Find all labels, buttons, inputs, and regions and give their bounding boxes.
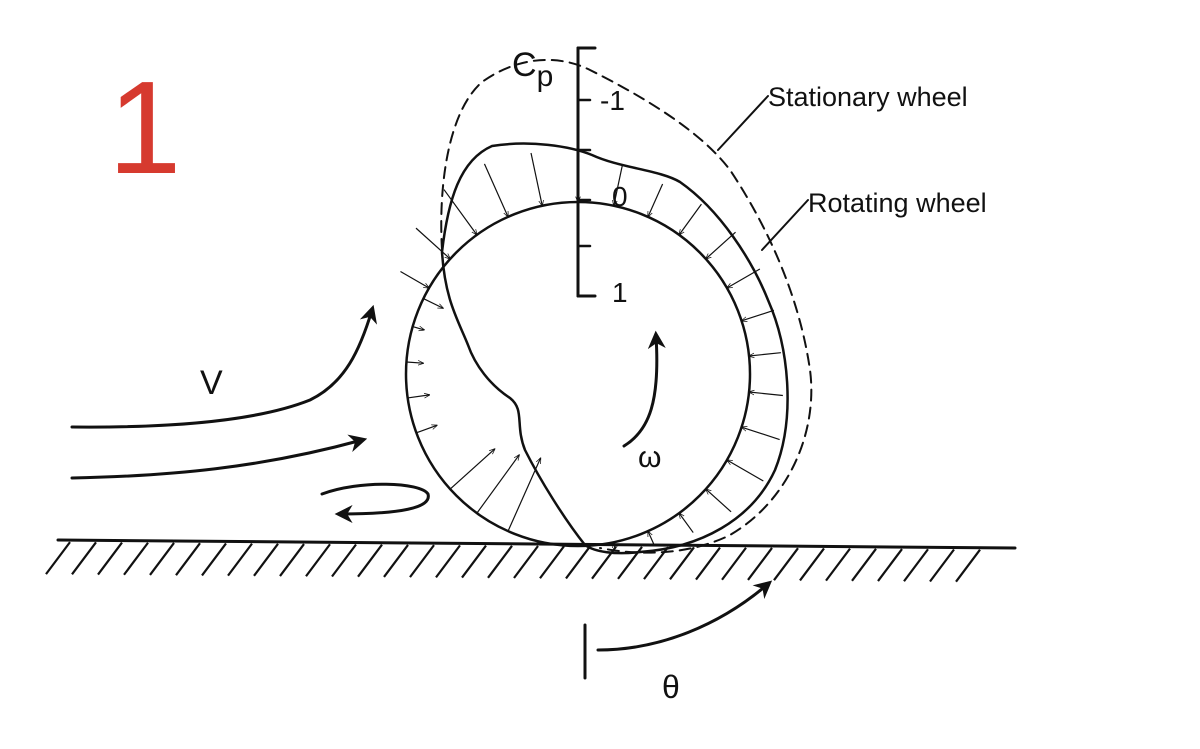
cp-label: Cp: [512, 46, 553, 93]
pressure-arrow: [407, 395, 430, 399]
pressure-arrow: [679, 203, 702, 235]
hatch-mark: [45, 541, 71, 575]
pressure-arrows: [400, 152, 783, 549]
omega-label: ω: [638, 441, 661, 474]
rotating-wheel-label: Rotating wheel: [808, 188, 987, 218]
pressure-arrow: [749, 392, 783, 397]
pressure-arrow: [727, 268, 761, 288]
hatch-mark: [97, 541, 123, 576]
ground-hatching: [45, 541, 981, 583]
pressure-arrow: [449, 449, 495, 490]
tick-label-minus1: -1: [600, 85, 625, 116]
hatch-mark: [513, 545, 539, 579]
hatch-mark: [123, 542, 149, 576]
ground: [45, 538, 1017, 583]
pressure-arrow: [742, 427, 780, 441]
hatch-mark: [773, 547, 799, 581]
hatch-mark: [331, 543, 357, 578]
tick-label-1: 1: [612, 277, 628, 308]
hatch-mark: [955, 549, 981, 583]
hatch-mark: [825, 547, 851, 582]
tick-label-0: 0: [612, 181, 628, 212]
hatch-mark: [149, 542, 175, 576]
pressure-arrow: [483, 163, 508, 217]
pressure-arrow: [648, 183, 664, 217]
hatch-mark: [461, 544, 487, 579]
pressure-arrow: [415, 227, 450, 259]
hatch-mark: [799, 547, 825, 582]
hatch-mark: [383, 544, 409, 578]
recirculation-vortex: [320, 482, 430, 523]
flow-streamline-upper: [70, 304, 377, 429]
hatch-mark: [721, 547, 747, 581]
hatch-mark: [409, 544, 435, 578]
rotation-arrow: [622, 330, 666, 448]
hatch-mark: [279, 543, 305, 577]
hatch-mark: [851, 548, 877, 582]
pressure-arrow: [476, 455, 519, 514]
pressure-arrow: [648, 531, 655, 545]
theta-label: θ: [662, 669, 680, 705]
hatch-mark: [201, 542, 227, 577]
pressure-arrow: [530, 152, 542, 206]
pressure-arrow: [412, 327, 425, 330]
pressure-arrow: [706, 489, 732, 513]
hatch-mark: [929, 548, 955, 583]
hatch-mark: [227, 542, 253, 577]
stationary-wheel-label: Stationary wheel: [768, 82, 968, 112]
stationary-leader: [717, 95, 769, 151]
pressure-arrow: [706, 231, 736, 259]
hatch-mark: [305, 543, 331, 577]
hatch-mark: [877, 548, 903, 582]
pressure-arrow: [507, 458, 541, 532]
hatch-mark: [435, 544, 461, 579]
pressure-arrow: [679, 513, 694, 533]
hatch-mark: [253, 543, 279, 577]
pressure-arrow: [400, 270, 429, 289]
pressure-arrow: [614, 164, 624, 206]
hatch-mark: [175, 542, 201, 576]
hatch-mark: [357, 544, 383, 578]
theta-arrow: [596, 580, 773, 652]
pressure-arrow: [742, 309, 775, 321]
hatch-mark: [565, 545, 591, 580]
rotating-leader: [761, 199, 809, 251]
hatch-mark: [903, 548, 929, 582]
hatch-mark: [539, 545, 565, 579]
velocity-label: V: [200, 364, 223, 402]
hatch-mark: [487, 545, 513, 579]
hatch-mark: [747, 547, 773, 581]
pressure-arrow: [423, 298, 443, 309]
pressure-arrow: [614, 542, 615, 549]
hatch-mark: [695, 546, 721, 581]
pressure-arrow: [443, 189, 477, 235]
cp-axis: [576, 46, 597, 298]
pressure-arrow: [727, 460, 764, 482]
pressure-arrow: [416, 425, 437, 434]
figure-number: 1: [108, 54, 182, 201]
pressure-arrow: [406, 362, 423, 363]
hatch-mark: [71, 541, 97, 575]
flow-streamline-lower: [70, 434, 368, 480]
hatch-mark: [669, 546, 695, 580]
pressure-arrow: [749, 352, 781, 356]
stationary-wheel-curve: [440, 58, 813, 554]
